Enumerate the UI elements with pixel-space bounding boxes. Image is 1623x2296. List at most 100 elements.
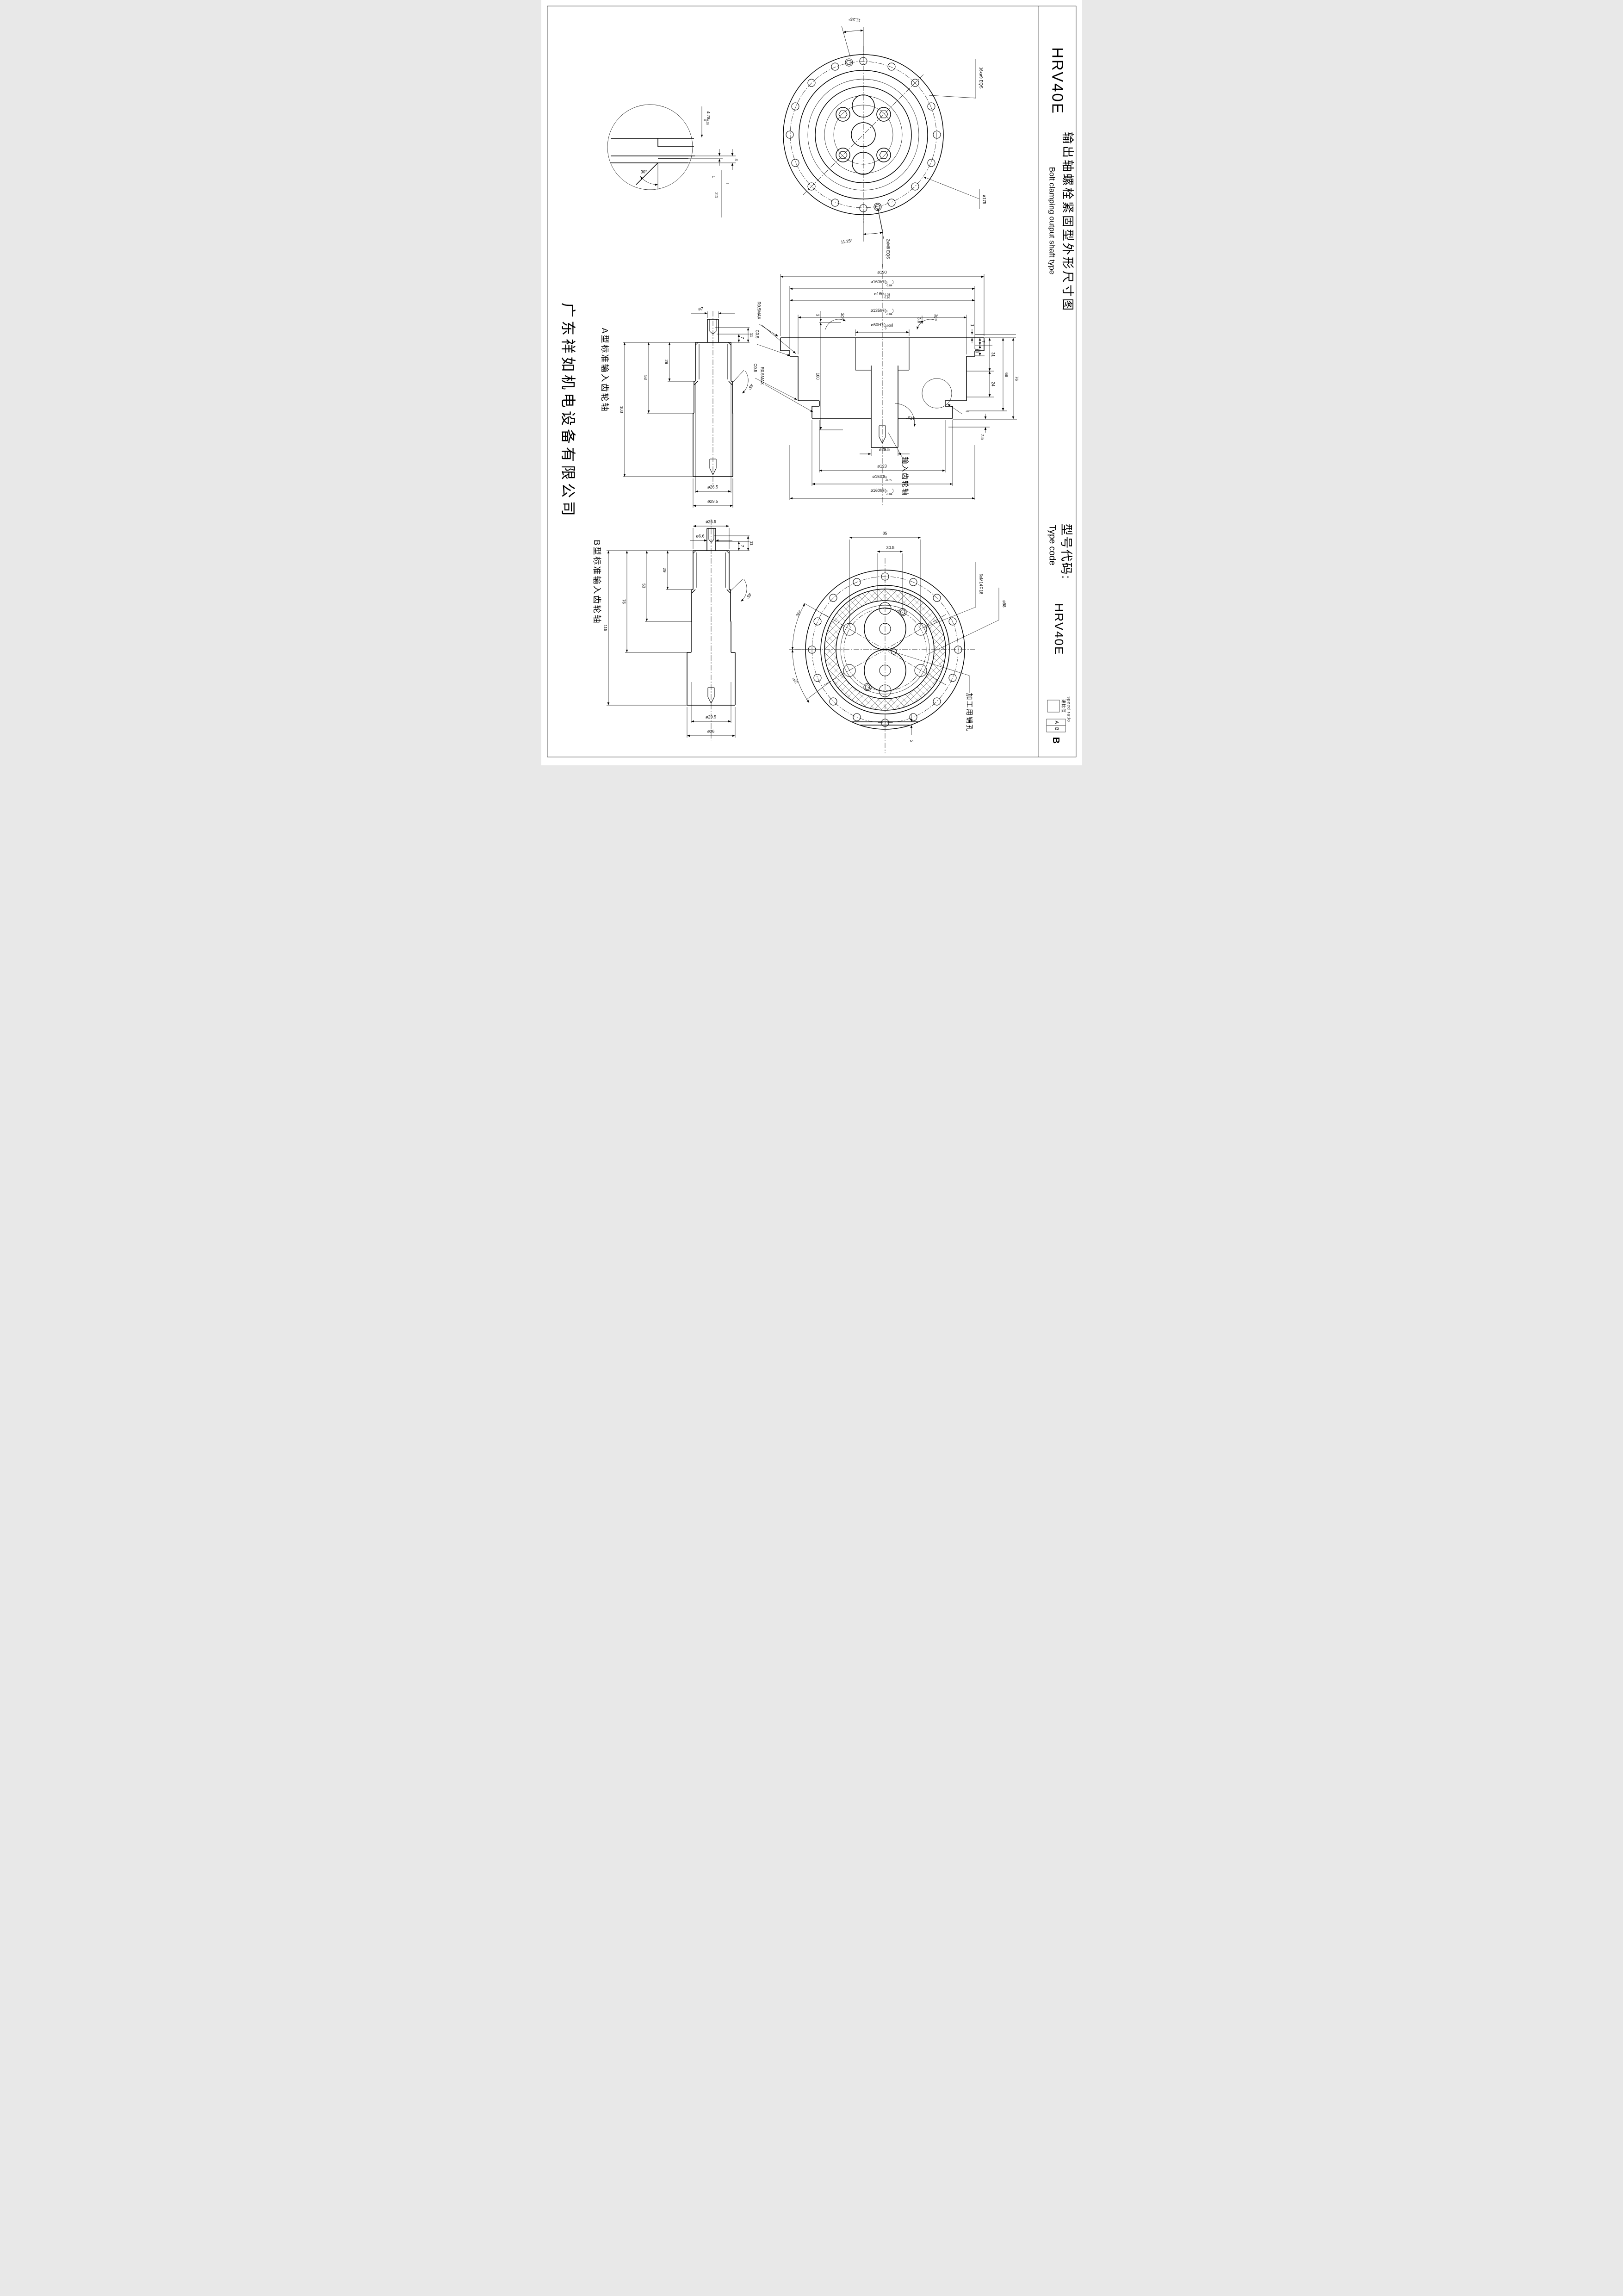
section-mark-i: I xyxy=(965,411,969,413)
title-model: HRV40E xyxy=(1049,47,1066,115)
speed-ratio-box xyxy=(1047,700,1059,713)
dim-dia-265-shaft-b: ø26.5 xyxy=(705,519,717,524)
dim-angle-30-left: 30° xyxy=(839,312,845,320)
dim-7-shaft-a: 7 xyxy=(740,336,744,339)
dim-31: 31 xyxy=(991,352,995,357)
type-code-en: Type code xyxy=(1047,525,1057,565)
dim-2: 2 xyxy=(909,740,914,743)
dim-dia-175: ø175 xyxy=(982,194,986,205)
leader-16xd9 xyxy=(929,59,976,99)
dim-75: 7.5 xyxy=(980,434,985,440)
dim-100-section: 100 xyxy=(815,372,820,380)
dim-angle-30-right: 30° xyxy=(932,313,939,321)
dim-4: 4 xyxy=(734,158,738,161)
shaft-b-view xyxy=(606,519,750,740)
sheet-frame xyxy=(547,6,1076,757)
label-input-gear-shaft: 输入齿轮轴 xyxy=(901,457,909,496)
option-b: B xyxy=(1053,727,1059,731)
shaft-a-dims xyxy=(622,311,750,508)
dim-dia-295-section: ø29.5 xyxy=(879,447,890,452)
title-english: Bolt clamping output shaft type xyxy=(1047,167,1056,275)
label-r05max-bottom: R0.5MAX xyxy=(760,366,764,385)
type-model: HRV40E xyxy=(1052,603,1066,656)
dim-7-section: 7 xyxy=(981,340,985,343)
title-block-boxes xyxy=(1046,700,1065,732)
leader-d175 xyxy=(923,176,979,209)
dim-76-shaft-b: 76 xyxy=(621,599,626,604)
dim-29-shaft-a: 29 xyxy=(664,359,669,365)
label-c05-bottom: C0.5 xyxy=(753,363,757,372)
detail-label-i: I xyxy=(725,182,730,184)
pin-holes xyxy=(863,608,906,691)
dim-dia-265-shaft-a: ø26.5 xyxy=(707,484,719,490)
dim-angle-120: 120° xyxy=(905,415,915,422)
dim-68: 68 xyxy=(1004,372,1009,378)
dim-1: 1 xyxy=(711,175,716,178)
dim-dia-123: ø123 xyxy=(877,464,887,469)
dim-305: 30.5 xyxy=(886,545,895,550)
dim-dia-36: ø36 xyxy=(707,729,715,734)
detail-view-i xyxy=(607,104,736,217)
cad-linework xyxy=(547,6,1076,757)
section-view xyxy=(755,264,1017,507)
bottom-view-dims xyxy=(789,536,999,735)
dim-7-shaft-b: 7 xyxy=(740,545,744,547)
speed-ratio-en: speed ratio xyxy=(1066,696,1071,722)
label-r05max-top: R0.5MAX xyxy=(756,301,761,320)
dim-dia-135h7: ø135h7(0-0.04) xyxy=(870,308,894,316)
dim-dia-160h7-bottom: ø160h7(0-0.04) xyxy=(870,488,894,496)
dim-11-25-top xyxy=(841,25,863,58)
dim-100-shaft-a: 100 xyxy=(619,406,624,413)
dim-10: 10 xyxy=(974,348,979,354)
section-left-leaders xyxy=(755,323,843,430)
dim-angle-30: 30° xyxy=(640,169,647,174)
dim-85: 85 xyxy=(882,531,887,536)
dim-dia-190: ø190 xyxy=(877,270,887,275)
dim-115-shaft-b: 115 xyxy=(603,624,607,632)
dim-dia-98: ø98 xyxy=(1002,600,1006,608)
detail-dims xyxy=(640,106,736,217)
selected-option: B xyxy=(1050,737,1061,744)
dim-holes-2xm8: 2xM8 EQS xyxy=(886,239,890,259)
dim-3: 3 xyxy=(815,314,820,316)
dim-dia-66: ø6.6 xyxy=(696,534,705,539)
label-shaft-a: A型标准输入齿轮轴 xyxy=(600,328,609,413)
dim-11-shaft-a: 11 xyxy=(749,333,754,337)
dim-53-shaft-a: 53 xyxy=(643,375,648,380)
dim-dia-295-shaft-a: ø29.5 xyxy=(707,499,719,504)
dim-53-shaft-b: 53 xyxy=(641,583,646,589)
dim-dia-160h7-top: ø160h7(0-0.04) xyxy=(870,279,894,288)
dim-holes-16xd9: 16xø9 EQS xyxy=(979,67,983,89)
label-c05-top: C0.5 xyxy=(755,329,759,339)
dim-dia-160: ø160-0.05-0.10 xyxy=(874,292,890,300)
dim-11-shaft-b: 11 xyxy=(749,541,754,546)
section-top-dims xyxy=(780,274,984,354)
leader-2xm8 xyxy=(877,207,883,267)
dim-38: 3.8 xyxy=(917,317,921,323)
dim-76: 76 xyxy=(1014,376,1019,381)
dim-1-section: 1 xyxy=(970,324,974,327)
detail-scale: 2:1 xyxy=(714,192,719,199)
dim-dia-7: ø7 xyxy=(698,306,703,311)
bottom-flange-view xyxy=(789,536,999,753)
dim-29-shaft-b: 29 xyxy=(662,567,667,573)
company-name: 广东祥如机电设备有限公司 xyxy=(559,302,576,520)
label-pin-hole: 加工用销孔 xyxy=(965,693,973,732)
bolt-holes-16xd9 xyxy=(786,57,941,212)
dim-24: 24 xyxy=(991,381,995,387)
dim-6xm14: 6xM14↧18 xyxy=(979,573,983,595)
dim-11-25-bottom xyxy=(863,207,884,242)
shaft-b-dims xyxy=(606,525,750,738)
section-right-dims xyxy=(948,329,1017,433)
section-bottom-dims xyxy=(789,420,975,500)
speed-ratio-cn: 速比值 xyxy=(1061,699,1065,714)
title-chinese: 输出轴螺栓紧固型外形尺寸图 xyxy=(1060,131,1075,313)
shaft-a-view xyxy=(622,311,750,508)
type-code-cn: 型号代码: xyxy=(1059,523,1073,580)
drawing-sheet: 11.25° 16xø9 EQS ø175 2xM8 EQS 11.25° 4.… xyxy=(541,0,1082,765)
top-flange-view xyxy=(782,25,979,267)
dim-dia-295-shaft-b: ø29.5 xyxy=(705,714,717,720)
